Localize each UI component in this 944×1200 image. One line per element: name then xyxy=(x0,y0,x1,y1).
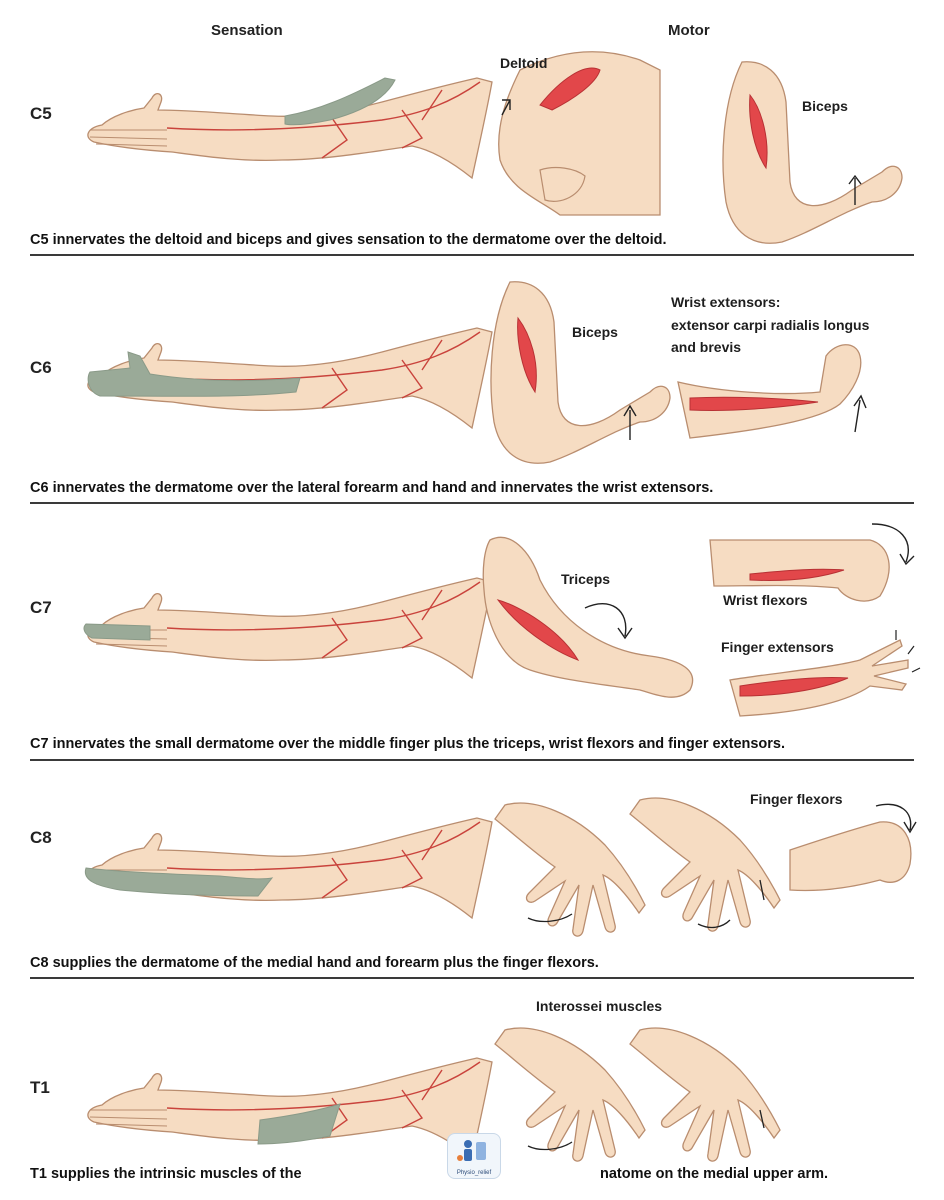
c5-biceps-figure xyxy=(722,61,903,244)
level-c5: C5 xyxy=(30,104,52,123)
c7-wrist-flexor-figure xyxy=(709,523,915,602)
divider xyxy=(30,977,914,979)
c8-fist-figure xyxy=(789,803,917,892)
caption-t1-left: T1 supplies the intrinsic muscles of the xyxy=(30,1166,302,1182)
caption-c7: C7 innervates the small dermatome over t… xyxy=(30,736,786,752)
label-deltoid: Deltoid xyxy=(500,55,548,71)
c8-spread-hand-figure xyxy=(494,802,646,937)
logo-figure-icon xyxy=(457,1140,486,1161)
label-wrist-extensors-line3: and brevis xyxy=(671,339,742,355)
caption-c8: C8 supplies the dermatome of the medial … xyxy=(30,955,599,971)
label-biceps-c5: Biceps xyxy=(802,98,848,114)
caption-c5: C5 innervates the deltoid and biceps and… xyxy=(30,232,667,248)
c7-triceps-figure xyxy=(482,536,694,698)
t1-adducted-hand-figure xyxy=(629,1027,781,1162)
c6-wrist-extensor-figure xyxy=(677,344,867,439)
label-triceps: Triceps xyxy=(561,571,611,587)
t1-spread-hand-figure xyxy=(494,1027,646,1162)
divider xyxy=(30,254,914,256)
caption-t1-right: natome on the medial upper arm. xyxy=(600,1166,829,1182)
physio-logo-icon: Physio_relief xyxy=(447,1133,501,1179)
caption-c6: C6 innervates the dermatome over the lat… xyxy=(30,480,714,496)
c8-flexed-hand-figure xyxy=(629,797,781,932)
level-c7: C7 xyxy=(30,598,52,617)
watermark-text: Physio_relief xyxy=(456,1170,492,1176)
label-wrist-extensors-title: Wrist extensors: xyxy=(671,294,781,310)
c6-biceps-figure xyxy=(490,281,671,464)
c8-sensation-arm xyxy=(84,817,493,919)
c6-sensation-arm xyxy=(87,327,493,429)
level-c8: C8 xyxy=(30,828,52,847)
motor-header: Motor xyxy=(668,22,710,39)
level-c6: C6 xyxy=(30,358,52,377)
label-finger-extensors: Finger extensors xyxy=(721,639,834,655)
c7-sensation-arm xyxy=(83,577,493,679)
c5-sensation-arm xyxy=(87,77,493,179)
label-finger-flexors: Finger flexors xyxy=(750,791,843,807)
sensation-header: Sensation xyxy=(211,22,283,39)
c7-finger-extensor-figure xyxy=(729,630,921,717)
label-interossei: Interossei muscles xyxy=(536,998,663,1014)
level-t1: T1 xyxy=(30,1078,50,1097)
c5-deltoid-figure xyxy=(498,51,661,216)
t1-sensation-arm xyxy=(87,1057,493,1159)
label-wrist-flexors: Wrist flexors xyxy=(723,592,808,608)
divider xyxy=(30,759,914,761)
divider xyxy=(30,502,914,504)
label-biceps-c6: Biceps xyxy=(572,324,618,340)
label-wrist-extensors-line2: extensor carpi radialis longus xyxy=(671,317,870,333)
